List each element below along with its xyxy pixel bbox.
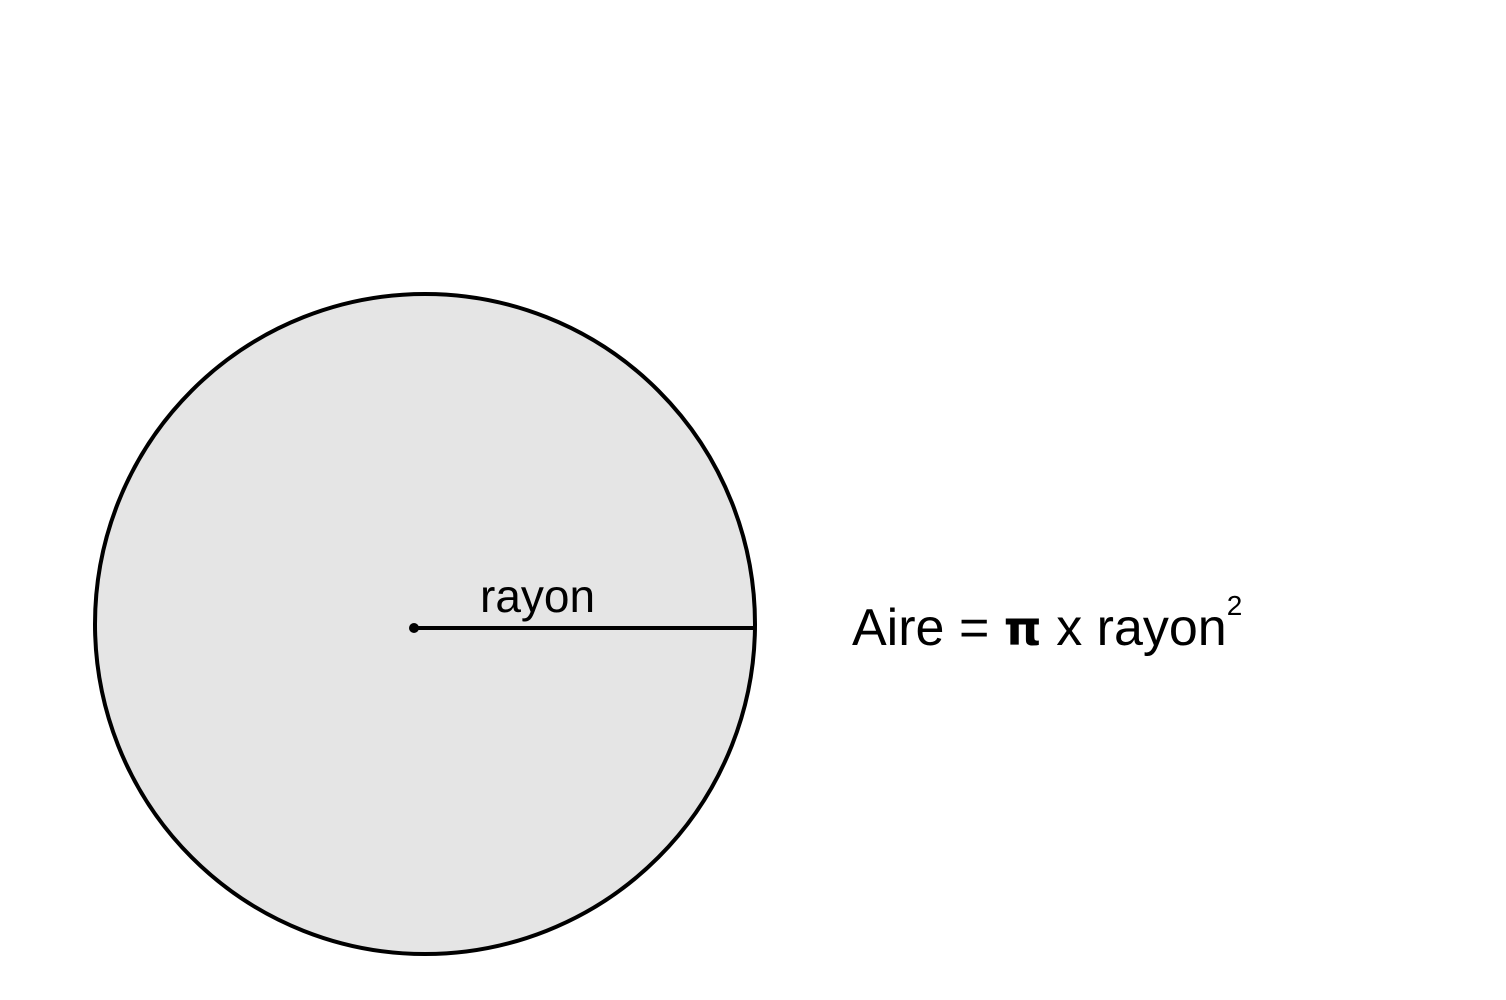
center-point	[409, 623, 419, 633]
area-formula: Aire = π x rayon2	[852, 590, 1242, 666]
formula-exponent: 2	[1226, 590, 1243, 621]
formula-term: rayon	[1096, 599, 1227, 657]
pi-symbol: π	[1003, 601, 1042, 657]
radius-label: rayon	[480, 570, 595, 622]
circle-shape	[93, 292, 757, 956]
formula-equals: =	[958, 599, 990, 657]
formula-lhs: Aire	[852, 599, 945, 657]
formula-times: x	[1056, 599, 1083, 657]
